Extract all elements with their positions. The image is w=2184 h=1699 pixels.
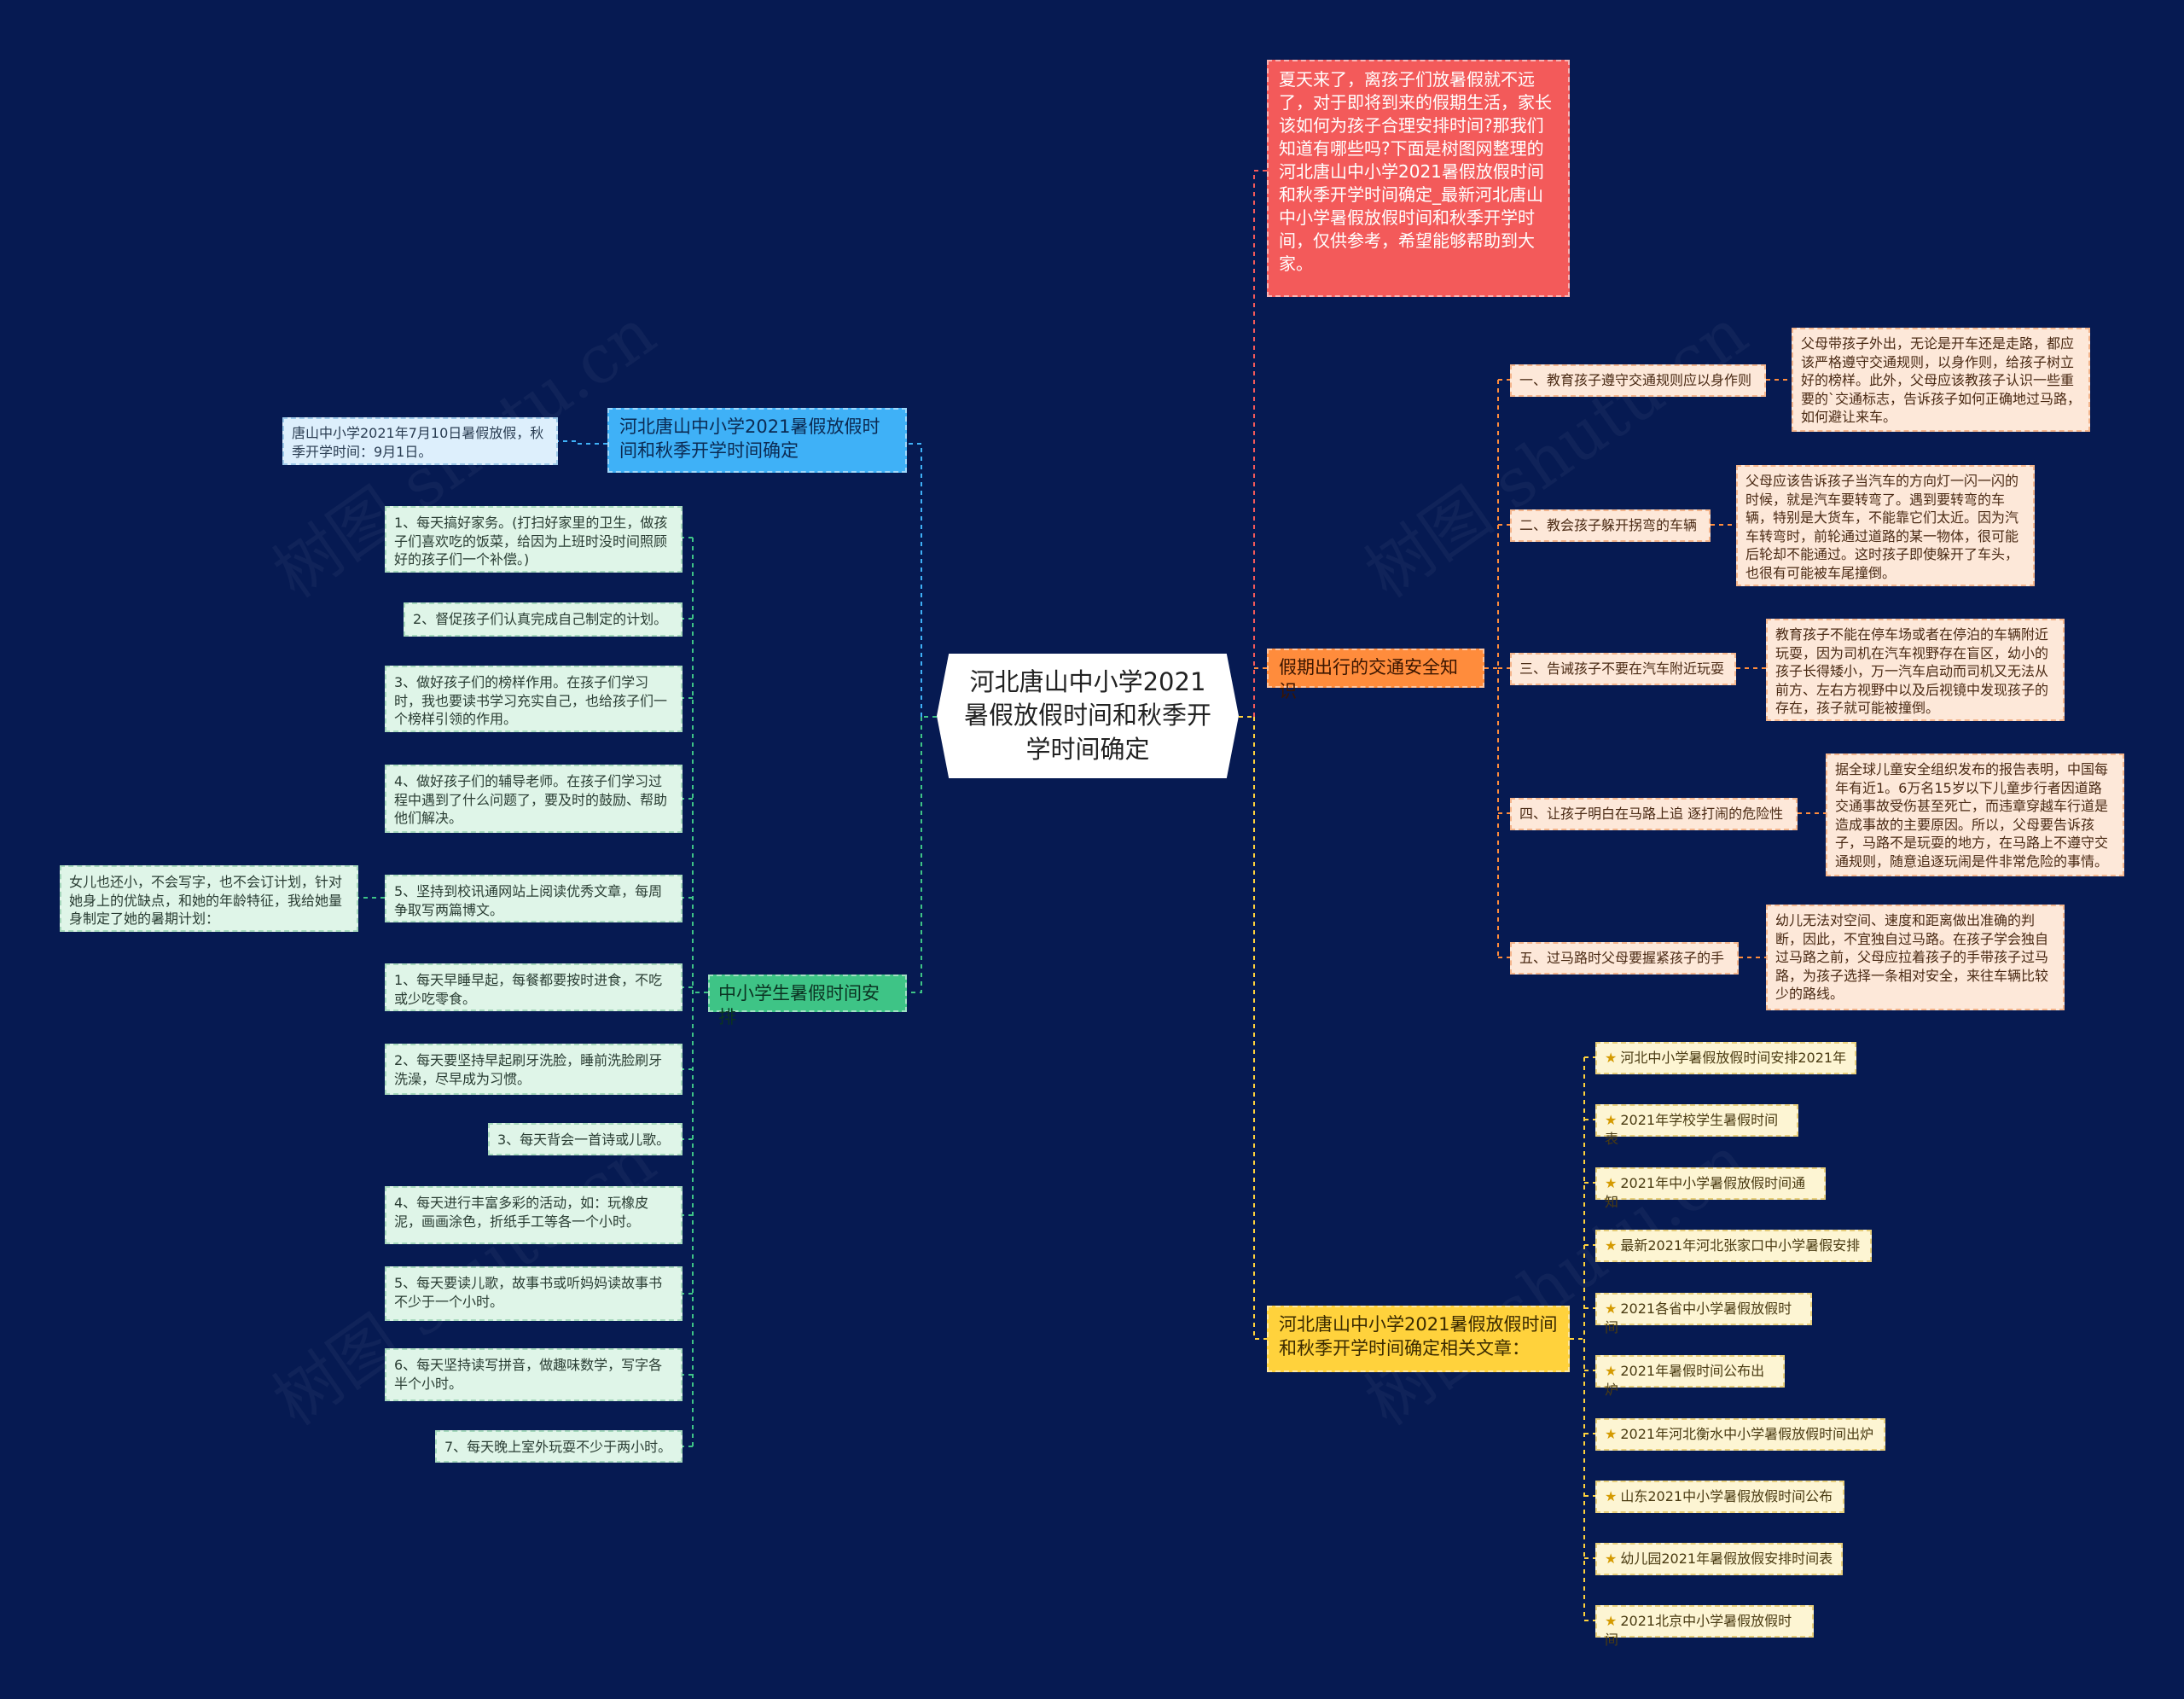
central-topic[interactable]: 河北唐山中小学2021暑假放假时间和秋季开学时间确定: [937, 654, 1239, 778]
traffic-tip-4[interactable]: 四、让孩子明白在马路上追 逐打闹的危险性: [1510, 798, 1798, 830]
list-item[interactable]: 3、每天背会一首诗或儿歌。: [488, 1123, 682, 1155]
list-item[interactable]: 7、每天晚上室外玩耍不少于两小时。: [435, 1430, 682, 1463]
intro-text[interactable]: 夏天来了，离孩子们放暑假就不远了，对于即将到来的假期生活，家长该如何为孩子合理安…: [1267, 60, 1570, 297]
star-icon: ★: [1605, 1050, 1618, 1066]
related-article-link[interactable]: ★2021北京中小学暑假放假时间: [1595, 1605, 1814, 1648]
traffic-tip-4-detail[interactable]: 据全球儿童安全组织发布的报告表明，中国每年有近1。6万名15岁以下儿童步行者因道…: [1826, 753, 2124, 876]
leaf-parent-plan-note[interactable]: 女儿也还小，不会写字，也不会订计划，针对她身上的优缺点，和她的年龄特征，我给她量…: [60, 865, 358, 932]
related-article-link[interactable]: ★2021年河北衡水中小学暑假放假时间出炉: [1595, 1418, 1885, 1451]
leaf-dates[interactable]: 唐山中小学2021年7月10日暑假放假，秋季开学时间：9月1日。: [282, 417, 558, 465]
star-icon: ★: [1605, 1488, 1618, 1504]
star-icon: ★: [1605, 1112, 1618, 1128]
related-article-link[interactable]: ★幼儿园2021年暑假放假安排时间表: [1595, 1543, 1843, 1575]
branch-schedule[interactable]: 中小学生暑假时间安排: [708, 975, 907, 1027]
list-item[interactable]: 3、做好孩子们的榜样作用。在孩子们学习时，我也要读书学习充实自己，也给孩子们一个…: [385, 666, 682, 732]
edge-right-yellow: [1253, 717, 1267, 1340]
star-icon: ★: [1605, 1613, 1618, 1629]
traffic-tip-2-detail[interactable]: 父母应该告诉孩子当汽车的方向灯一闪一闪的时候，就是汽车要转弯了。遇到要转弯的车辆…: [1736, 465, 2035, 586]
list-item[interactable]: 2、每天要坚持早起刷牙洗脸，睡前洗脸刷牙洗澡，尽早成为习惯。: [385, 1044, 682, 1095]
edge-left-trunk: [907, 443, 922, 717]
traffic-tip-3[interactable]: 三、告诫孩子不要在汽车附近玩耍: [1510, 653, 1736, 685]
list-item[interactable]: 4、做好孩子们的辅导老师。在孩子们学习过程中遇到了什么问题了，要及时的鼓励、帮助…: [385, 765, 682, 833]
traffic-tip-3-detail[interactable]: 教育孩子不能在停车场或者在停泊的车辆附近玩耍，因为司机在汽车视野存在盲区，幼小的…: [1766, 619, 2065, 721]
branch-related-articles[interactable]: 河北唐山中小学2021暑假放假时间和秋季开学时间确定相关文章：: [1267, 1306, 1570, 1372]
star-icon: ★: [1605, 1426, 1618, 1442]
list-item[interactable]: 1、每天早睡早起，每餐都要按时进食，不吃或少吃零食。: [385, 963, 682, 1011]
traffic-tip-1[interactable]: 一、教育孩子遵守交通规则应以身作则: [1510, 364, 1766, 397]
traffic-tip-1-detail[interactable]: 父母带孩子外出，无论是开车还是走路，都应该严格遵守交通规则，以身作则，给孩子树立…: [1792, 328, 2090, 432]
related-article-link[interactable]: ★2021年中小学暑假放假时间通知: [1595, 1167, 1826, 1210]
related-article-link[interactable]: ★2021年暑假时间公布出炉: [1595, 1355, 1785, 1398]
edge-orange-bus: [1484, 380, 1499, 957]
list-item[interactable]: 4、每天进行丰富多彩的活动，如：玩橡皮泥，画画涂色，折纸手工等各一个小时。: [385, 1186, 682, 1244]
star-icon: ★: [1605, 1237, 1618, 1254]
edge-green-bus: [692, 538, 708, 1446]
related-article-link[interactable]: ★2021年学校学生暑假时间表: [1595, 1104, 1798, 1147]
edge-right-trunk: [1253, 170, 1267, 717]
traffic-tip-2[interactable]: 二、教会孩子躲开拐弯的车辆: [1510, 509, 1711, 542]
traffic-tip-5[interactable]: 五、过马路时父母要握紧孩子的手: [1510, 942, 1739, 975]
star-icon: ★: [1605, 1175, 1618, 1191]
star-icon: ★: [1605, 1363, 1618, 1379]
star-icon: ★: [1605, 1300, 1618, 1317]
related-article-link[interactable]: ★最新2021年河北张家口中小学暑假安排: [1595, 1230, 1872, 1262]
branch-dates[interactable]: 河北唐山中小学2021暑假放假时间和秋季开学时间确定: [607, 408, 907, 473]
edge-yellow-bus: [1570, 1057, 1585, 1620]
edge-left-trunk-green: [907, 717, 922, 993]
list-item[interactable]: 5、坚持到校讯通网站上阅读优秀文章，每周争取写两篇博文。: [385, 875, 682, 922]
star-icon: ★: [1605, 1551, 1618, 1567]
related-article-link[interactable]: ★山东2021中小学暑假放假时间公布: [1595, 1481, 1844, 1513]
list-item[interactable]: 2、督促孩子们认真完成自己制定的计划。: [404, 602, 682, 637]
list-item[interactable]: 5、每天要读儿歌，故事书或听妈妈读故事书不少于一个小时。: [385, 1266, 682, 1321]
traffic-tip-5-detail[interactable]: 幼儿无法对空间、速度和距离做出准确的判断，因此，不宜独自过马路。在孩子学会独自过…: [1766, 905, 2065, 1010]
related-article-link[interactable]: ★2021各省中小学暑假放假时间: [1595, 1293, 1812, 1335]
list-item[interactable]: 1、每天搞好家务。(打扫好家里的卫生，做孩子们喜欢吃的饭菜，给因为上班时没时间照…: [385, 506, 682, 573]
related-article-link[interactable]: ★河北中小学暑假放假时间安排2021年: [1595, 1042, 1856, 1074]
edge-blue-leaf: [558, 440, 607, 445]
branch-traffic-safety[interactable]: 假期出行的交通安全知识: [1267, 649, 1484, 701]
list-item[interactable]: 6、每天坚持读写拼音，做趣味数学，写字各半个小时。: [385, 1348, 682, 1401]
